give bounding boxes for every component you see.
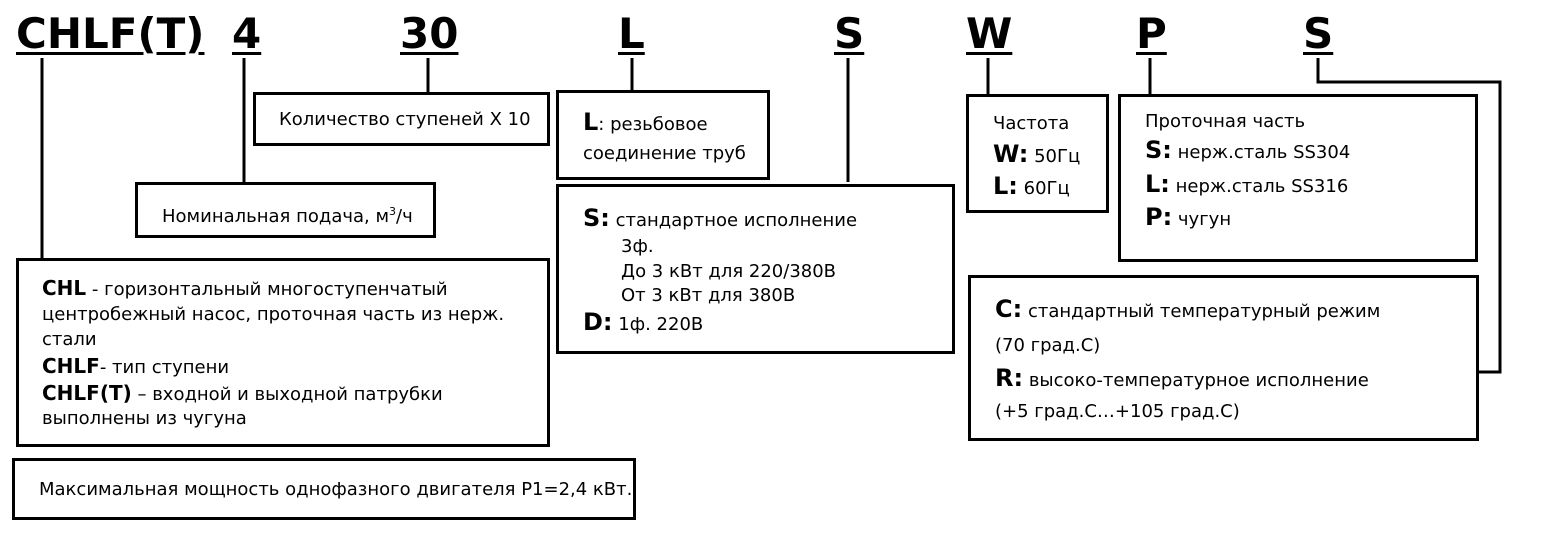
series-box: CHL - горизонтальный многоступенчатый це…: [16, 258, 550, 447]
flow-box: Номинальная подача, м3/ч: [135, 182, 436, 238]
chl-desc-3: стали: [42, 329, 97, 350]
temperature-c-line: C: стандартный температурный режим: [995, 295, 1381, 323]
connection-line-1: L: резьбовое: [583, 108, 708, 136]
code-flow: 4: [232, 9, 262, 58]
stages-text: Количество ступеней Х 10: [279, 109, 531, 130]
motor-s-line: S: стандартное исполнение: [583, 204, 858, 232]
stages-box: Количество ступеней Х 10: [253, 92, 550, 146]
material-title: Проточная часть: [1145, 111, 1306, 132]
motor-d-line: D: 1ф. 220В: [583, 308, 704, 336]
code-material: P: [1136, 9, 1167, 58]
chl-line: CHL - горизонтальный многоступенчатый: [42, 276, 448, 300]
temperature-box: C: стандартный температурный режим (70 г…: [968, 275, 1479, 441]
chlft-desc-2: выполнены из чугуна: [42, 408, 247, 429]
code-temperature: S: [1303, 9, 1334, 58]
flow-text: Номинальная подача, м3/ч: [162, 205, 413, 227]
temperature-r-line: R: высоко-температурное исполнение: [995, 364, 1369, 392]
temperature-c-range: (70 град.С): [995, 335, 1101, 356]
power-note-box: Максимальная мощность однофазного двигат…: [12, 458, 636, 520]
material-p-line: P: чугун: [1145, 203, 1232, 231]
chlf-line: CHLF- тип ступени: [42, 354, 230, 378]
code-stages: 30: [400, 9, 459, 58]
code-motor: S: [834, 9, 865, 58]
motor-box: S: стандартное исполнение 3ф. До 3 кВт д…: [556, 184, 955, 354]
material-s-line: S: нерж.сталь SS304: [1145, 136, 1351, 164]
code-connection: L: [618, 9, 645, 58]
connection-line-2: соединение труб: [583, 143, 746, 164]
motor-s-line-2: 3ф.: [621, 236, 654, 257]
power-note-text: Максимальная мощность однофазного двигат…: [39, 479, 633, 500]
code-frequency: W: [966, 9, 1013, 58]
material-box: Проточная часть S: нерж.сталь SS304 L: н…: [1118, 94, 1478, 262]
chl-desc-2: центробежный насос, проточная часть из н…: [42, 304, 505, 325]
material-l-line: L: нерж.сталь SS316: [1145, 170, 1349, 198]
temperature-r-range: (+5 град.С…+105 град.С): [995, 401, 1240, 422]
chlft-line: CHLF(T) – входной и выходной патрубки: [42, 381, 443, 405]
frequency-box: Частота W: 50Гц L: 60Гц: [966, 94, 1109, 213]
frequency-title: Частота: [993, 113, 1070, 134]
frequency-w-line: W: 50Гц: [993, 140, 1081, 168]
code-series: CHLF(T): [16, 9, 205, 58]
motor-s-line-4: От 3 кВт для 380В: [621, 285, 796, 306]
motor-s-line-3: До 3 кВт для 220/380В: [621, 261, 837, 282]
temperature-connector: [1316, 58, 1502, 374]
connection-box: L: резьбовое соединение труб: [556, 90, 770, 180]
frequency-l-line: L: 60Гц: [993, 172, 1070, 200]
